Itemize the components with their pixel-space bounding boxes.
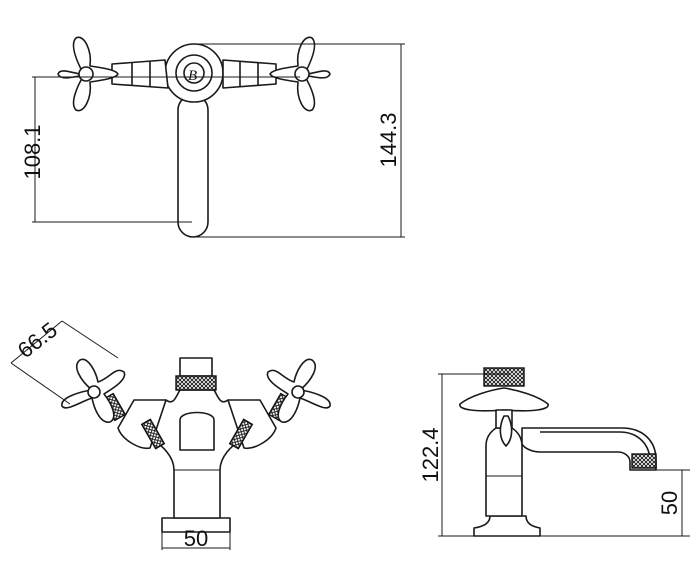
side-view-handle xyxy=(459,367,549,447)
top-view-spout xyxy=(177,94,209,238)
front-view-top-cap xyxy=(179,357,213,377)
dim-label-66: 66.5 xyxy=(13,317,62,363)
dim-label-108: 108.1 xyxy=(20,124,45,179)
dimension-lines-top xyxy=(32,43,405,238)
dim-label-122: 122.4 xyxy=(418,427,443,482)
top-view: B 108.1 144.3 xyxy=(20,36,405,238)
top-view-left-handle xyxy=(57,36,119,112)
side-view-base xyxy=(473,515,541,537)
front-view: 66.5 50 xyxy=(10,317,331,551)
logo-mark: B xyxy=(188,68,197,84)
dim-label-144: 144.3 xyxy=(376,112,401,167)
dimension-lines-front xyxy=(10,320,231,550)
dim-label-50-front: 50 xyxy=(184,526,208,551)
top-view-right-arm xyxy=(222,59,277,89)
top-view-right-handle xyxy=(269,36,331,112)
dimension-lines-side xyxy=(438,373,690,537)
top-view-left-arm xyxy=(111,59,169,89)
side-view: 122.4 50 xyxy=(418,367,690,537)
front-view-body xyxy=(151,389,243,519)
side-view-spout xyxy=(521,427,657,471)
front-view-left-handle xyxy=(61,358,126,423)
front-view-right-handle xyxy=(266,358,331,423)
dim-label-50-side: 50 xyxy=(657,491,682,515)
